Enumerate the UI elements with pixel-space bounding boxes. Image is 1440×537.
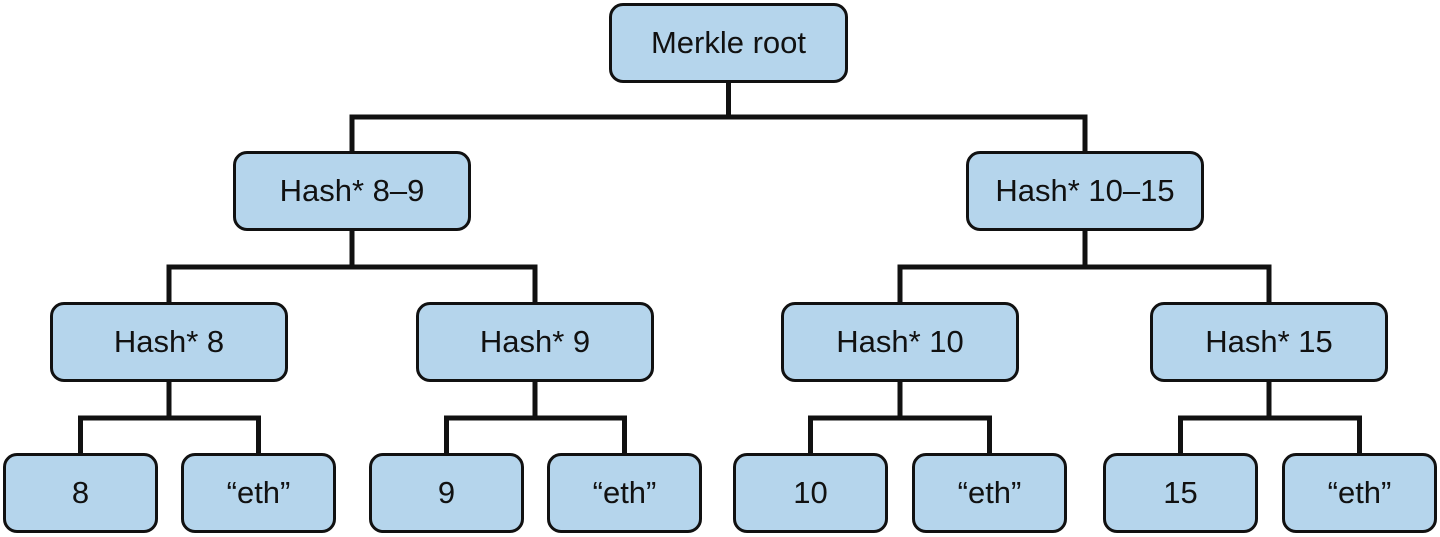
- node-merkle-root: Merkle root: [609, 3, 848, 83]
- node-hash-9: Hash* 9: [416, 302, 654, 382]
- leaf-key-8: 8: [3, 453, 158, 533]
- node-hash-8-9: Hash* 8–9: [233, 151, 471, 231]
- leaf-value-eth-4: “eth”: [1282, 453, 1437, 533]
- connector-n-l2-3: [1178, 379, 1362, 456]
- connector-n-l1-1: [897, 228, 1272, 305]
- connector-n-l2-1: [444, 379, 627, 456]
- leaf-value-eth-1: “eth”: [181, 453, 336, 533]
- connector-n-l2-0: [78, 379, 261, 456]
- node-hash-10-15: Hash* 10–15: [966, 151, 1204, 231]
- leaf-key-15: 15: [1103, 453, 1258, 533]
- connector-n-root: [349, 80, 1088, 154]
- connector-n-l1-0: [166, 228, 538, 305]
- node-hash-8: Hash* 8: [50, 302, 288, 382]
- leaf-key-10: 10: [733, 453, 888, 533]
- leaf-value-eth-3: “eth”: [912, 453, 1067, 533]
- leaf-key-9: 9: [369, 453, 524, 533]
- leaf-value-eth-2: “eth”: [547, 453, 702, 533]
- node-hash-10: Hash* 10: [781, 302, 1019, 382]
- node-hash-15: Hash* 15: [1150, 302, 1388, 382]
- connector-n-l2-2: [808, 379, 992, 456]
